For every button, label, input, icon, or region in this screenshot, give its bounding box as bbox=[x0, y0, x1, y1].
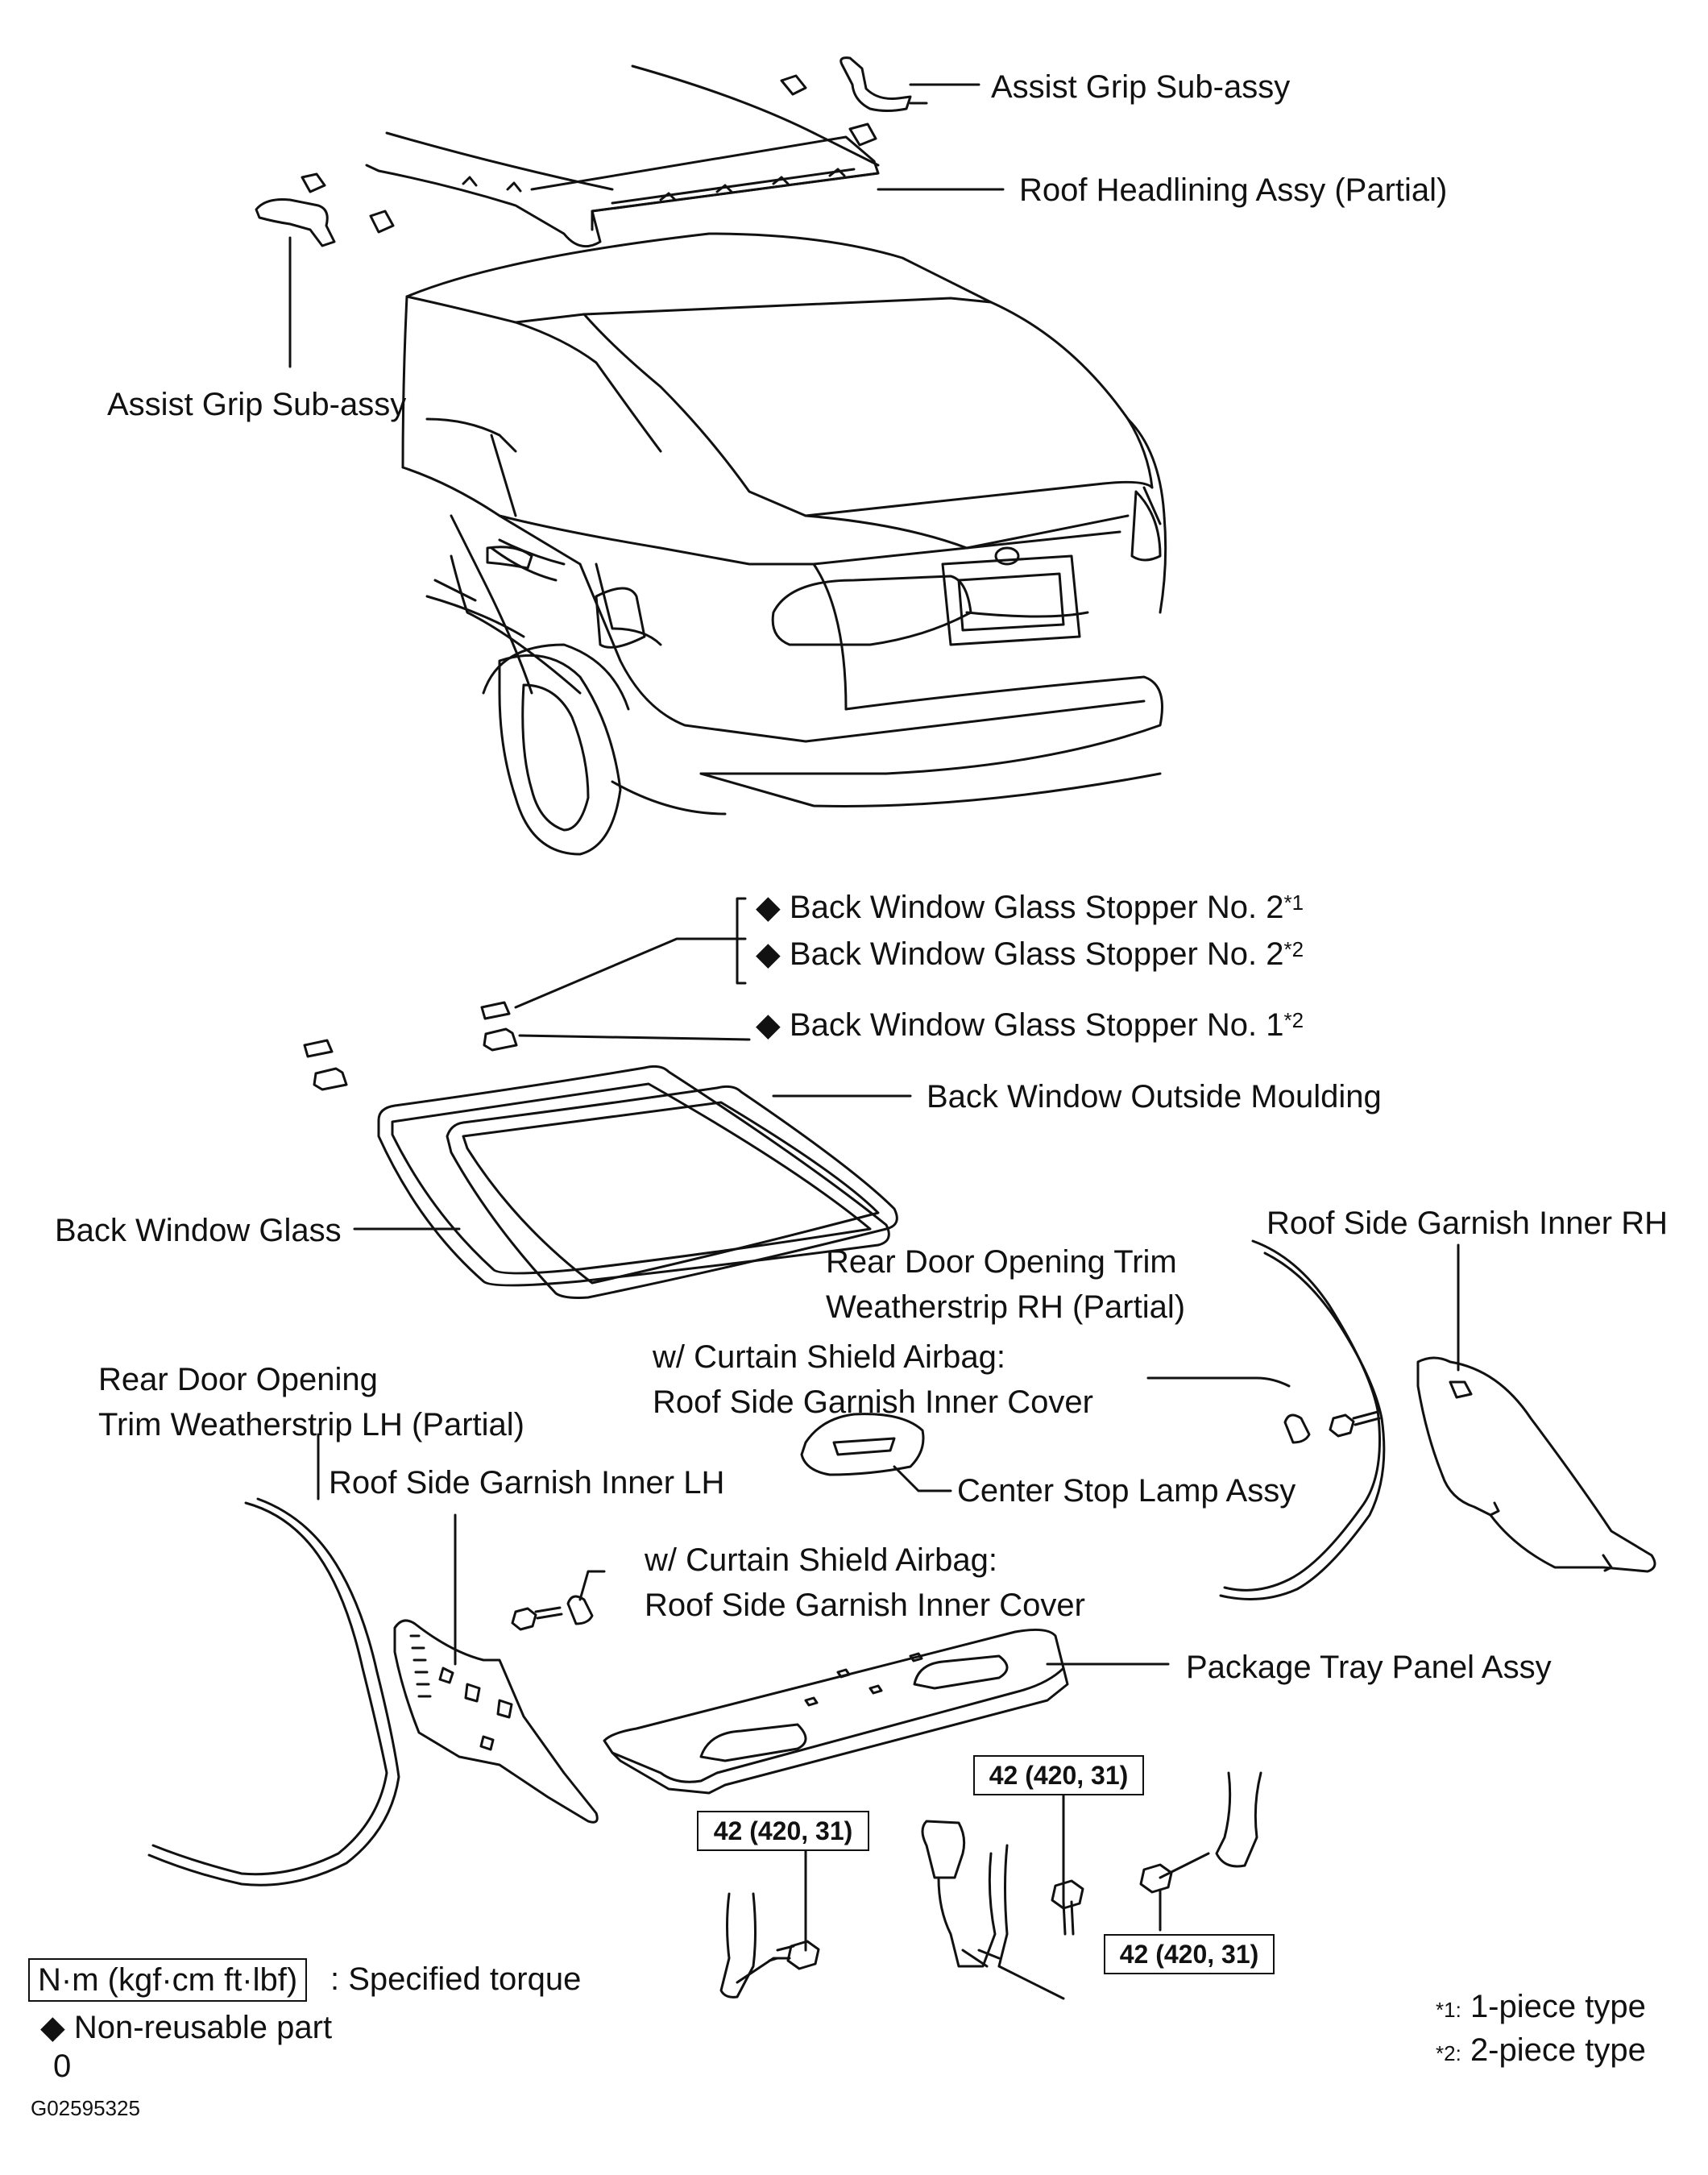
stoppers-drawing bbox=[303, 897, 751, 1091]
package-tray-label: Package Tray Panel Assy bbox=[1186, 1650, 1552, 1685]
leader-lines bbox=[288, 83, 1005, 368]
non-reusable-legend: ◆ Non-reusable part bbox=[40, 2008, 332, 2047]
roof-side-rh-label: Roof Side Garnish Inner RH bbox=[1266, 1206, 1669, 1241]
cover-rh-label-2: Roof Side Garnish Inner Cover bbox=[653, 1384, 1093, 1420]
weatherstrip-rh-label-1: Rear Door Opening Trim bbox=[826, 1244, 1177, 1280]
stopper-no2-a-text: Back Window Glass Stopper No. 2 bbox=[789, 890, 1284, 925]
torque-spec-left: 42 (420, 31) bbox=[697, 1811, 869, 1851]
roof-headlining-label: Roof Headlining Assy (Partial) bbox=[1019, 172, 1448, 208]
figure-id: G02595325 bbox=[31, 2096, 140, 2120]
weatherstrip-lh-label-2: Trim Weatherstrip LH (Partial) bbox=[98, 1407, 524, 1442]
weatherstrip-lh-label-1: Rear Door Opening bbox=[98, 1362, 378, 1397]
seat-belt-anchors-drawing bbox=[719, 1771, 1262, 2000]
stopper-no1-text: Back Window Glass Stopper No. 1 bbox=[789, 1007, 1284, 1043]
torque-unit-desc: : Specified torque bbox=[330, 1961, 582, 1997]
cover-rh-label-1: w/ Curtain Shield Airbag: bbox=[653, 1339, 1006, 1375]
diamond-icon: ◆ bbox=[756, 890, 781, 925]
zero-mark: 0 bbox=[53, 2048, 72, 2084]
cover-lh-label-1: w/ Curtain Shield Airbag: bbox=[645, 1542, 998, 1578]
torque-spec-right: 42 (420, 31) bbox=[1104, 1934, 1275, 1974]
note-2: *2: 2-piece type bbox=[1436, 2031, 1646, 2073]
diamond-icon: ◆ bbox=[756, 936, 781, 972]
diamond-icon: ◆ bbox=[756, 1007, 781, 1043]
left-side-parts-drawing bbox=[147, 1433, 606, 1887]
assist-grip-right-label: Assist Grip Sub-assy bbox=[991, 69, 1291, 105]
car-body-drawing bbox=[401, 232, 1167, 856]
stopper-no2-b-note: *2 bbox=[1283, 937, 1304, 961]
assist-grip-left-label: Assist Grip Sub-assy bbox=[107, 387, 407, 422]
outside-moulding-label: Back Window Outside Moulding bbox=[927, 1079, 1382, 1114]
cover-lh-label-2: Roof Side Garnish Inner Cover bbox=[645, 1588, 1085, 1623]
stopper-no2-b-label: ◆ Back Window Glass Stopper No. 2*2 bbox=[756, 935, 1304, 973]
note-2-mark: *2: bbox=[1436, 2041, 1461, 2065]
assist-grip-left-drawing bbox=[255, 172, 395, 247]
torque-unit-box: N·m (kgf·cm ft·lbf) bbox=[28, 1958, 308, 2002]
diamond-icon: ◆ bbox=[40, 2010, 65, 2045]
note-1-text: 1-piece type bbox=[1470, 1989, 1646, 2024]
stopper-no2-a-note: *1 bbox=[1283, 890, 1304, 915]
non-reusable-text: Non-reusable part bbox=[73, 2010, 333, 2045]
torque-spec-center: 42 (420, 31) bbox=[973, 1755, 1144, 1795]
stopper-no1-note: *2 bbox=[1283, 1008, 1304, 1032]
assist-grip-right-drawing bbox=[780, 56, 928, 147]
right-side-parts-drawing bbox=[800, 1239, 1656, 1600]
roof-headlining-drawing bbox=[365, 64, 880, 248]
back-window-drawing bbox=[353, 1065, 912, 1299]
roof-side-lh-label: Roof Side Garnish Inner LH bbox=[329, 1465, 725, 1501]
back-window-glass-label: Back Window Glass bbox=[55, 1213, 342, 1248]
stopper-no1-label: ◆ Back Window Glass Stopper No. 1*2 bbox=[756, 1006, 1304, 1044]
package-tray-drawing bbox=[603, 1628, 1170, 1795]
note-1: *1: 1-piece type bbox=[1436, 1987, 1646, 2029]
stopper-no2-a-label: ◆ Back Window Glass Stopper No. 2*1 bbox=[756, 888, 1304, 927]
note-2-text: 2-piece type bbox=[1470, 2032, 1646, 2068]
center-stop-lamp-label: Center Stop Lamp Assy bbox=[957, 1473, 1296, 1509]
note-1-mark: *1: bbox=[1436, 1998, 1461, 2022]
stopper-no2-b-text: Back Window Glass Stopper No. 2 bbox=[789, 936, 1284, 972]
weatherstrip-rh-label-2: Weatherstrip RH (Partial) bbox=[826, 1289, 1186, 1325]
